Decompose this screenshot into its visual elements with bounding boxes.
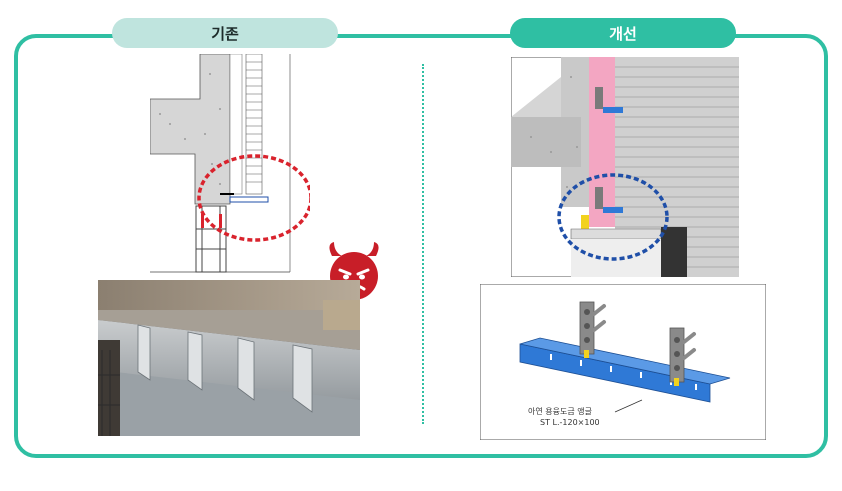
bracket-caption-material: 아연 용융도금 앵글 xyxy=(528,406,592,416)
label-before: 기존 xyxy=(112,18,338,48)
existing-site-photo xyxy=(98,280,360,436)
label-after: 개선 xyxy=(510,18,736,48)
comparison-frame xyxy=(14,34,828,458)
existing-section-drawing xyxy=(150,54,310,274)
bracket-caption-spec: ST L.-120×100 xyxy=(540,418,600,427)
angle-bracket-illustration: 아연 용융도금 앵글 ST L.-120×100 xyxy=(480,284,766,440)
center-divider xyxy=(422,64,424,424)
improved-3d-rendering xyxy=(511,57,739,277)
